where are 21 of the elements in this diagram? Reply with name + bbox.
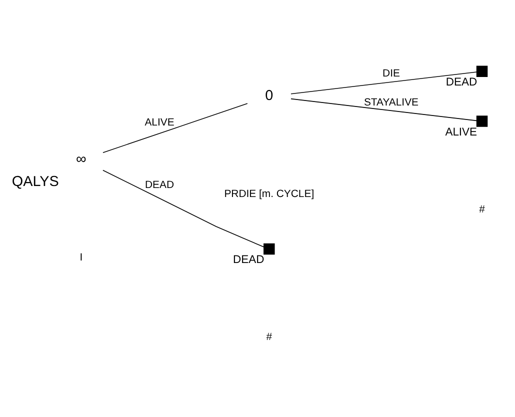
label: # (479, 204, 485, 215)
edge-label: ALIVE (144, 117, 174, 128)
node-label: QALYS (12, 173, 59, 190)
label: # (266, 332, 272, 343)
node-box (476, 65, 488, 77)
node-text: 0 (265, 87, 274, 104)
edge-label: DEAD (144, 180, 174, 191)
connector (102, 102, 248, 153)
edge-label: DIE (382, 68, 400, 80)
connector (290, 71, 477, 94)
node-text: ∞ (76, 150, 86, 167)
node-label: DEAD (446, 76, 478, 88)
edge-label: STAYALIVE (364, 96, 419, 108)
node-label: ALIVE (445, 126, 478, 138)
connector (290, 98, 477, 121)
node-box (476, 115, 488, 126)
label: PRDIE [m. CYCLE] (224, 188, 314, 200)
node-label: DEAD (233, 254, 264, 266)
label: I (80, 252, 83, 264)
connector (102, 169, 264, 247)
node-box (264, 242, 275, 254)
